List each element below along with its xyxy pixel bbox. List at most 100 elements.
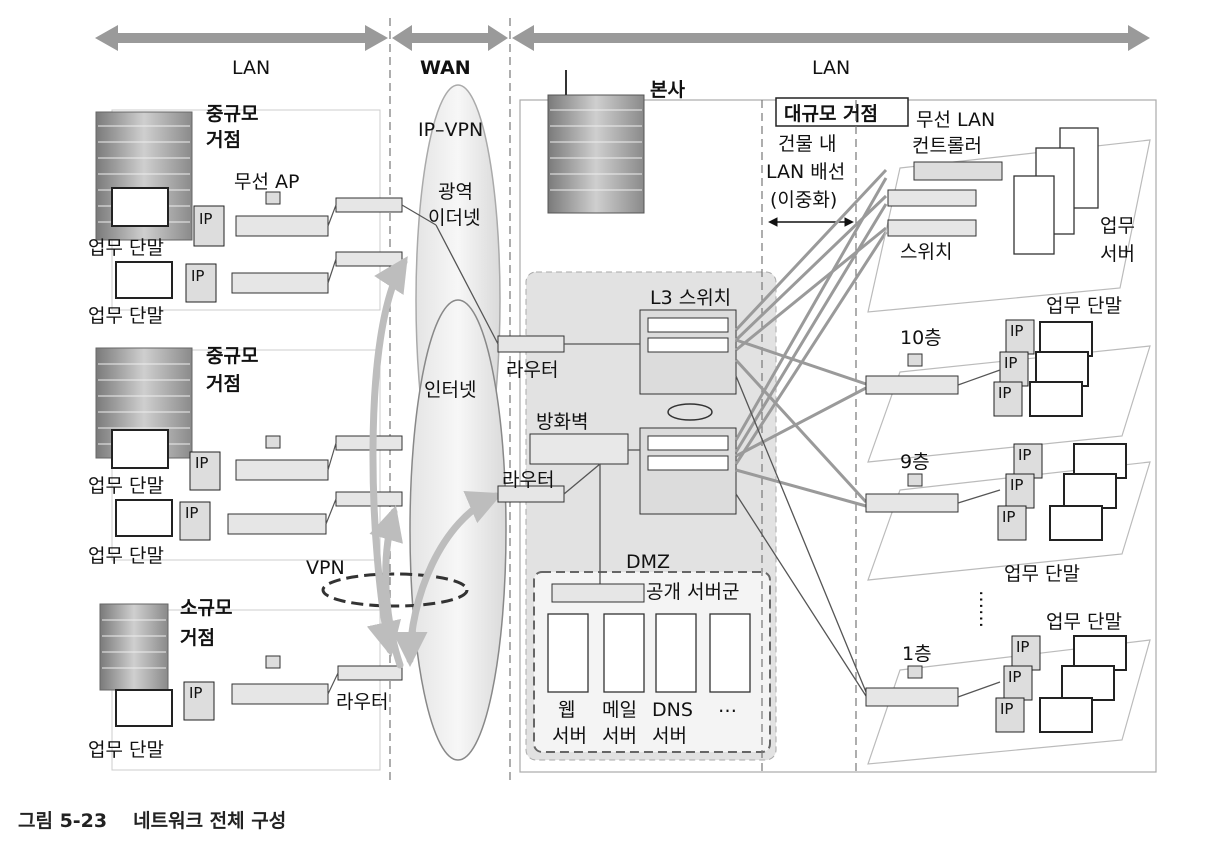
- site-2-ip-phone-1-icon: [189, 451, 221, 491]
- floor-9-label: 9층: [900, 451, 930, 473]
- ip-phone-label: IP: [1000, 700, 1013, 718]
- floor-9-terminals: IP IP IP: [997, 443, 1127, 541]
- terminal-top-label: 업무 단말: [1046, 295, 1122, 317]
- site-1-terminal-1-icon: [111, 187, 169, 227]
- floor-9-plane: [867, 461, 1151, 581]
- dns-server-label-1: DNS: [652, 699, 693, 721]
- wan-arrow: [392, 25, 508, 51]
- zone-arrows: [95, 25, 1150, 51]
- mail-server-label-1: 메일: [602, 699, 637, 721]
- figure-title: 네트워크 전체 구성: [133, 810, 287, 832]
- mail-server-label-2: 서버: [602, 725, 637, 747]
- dmz-switch-icon: [551, 583, 645, 603]
- ip-phone-label: IP: [1008, 668, 1021, 686]
- site-2-router-1-icon: [335, 435, 403, 451]
- switch-label: 스위치: [900, 241, 952, 263]
- floor-1-terminals: IP IP IP: [995, 635, 1127, 733]
- wan-label: WAN: [420, 57, 471, 79]
- ip-phone-label: IP: [1002, 508, 1015, 526]
- lan-left-arrow: [95, 25, 388, 51]
- other-server-icon: [709, 613, 751, 693]
- wireless-ap-label: 무선 AP: [234, 171, 299, 193]
- web-server-label-2: 서버: [552, 725, 587, 747]
- web-server-label-1: 웹: [558, 699, 575, 721]
- l3-switch-label: L3 스위치: [650, 287, 731, 309]
- floor-10-terminals: IP IP IP: [993, 319, 1093, 417]
- core-uplinks: [734, 168, 888, 508]
- public-servers-label: 공개 서버군: [646, 581, 739, 603]
- mail-server-icon: [603, 613, 645, 693]
- floor-10-switch-icon: [865, 375, 959, 395]
- floor-1-switch-icon: [865, 687, 959, 707]
- site-2-switch-1-icon: [235, 459, 329, 481]
- site-1-switch-1-icon: [235, 215, 329, 237]
- medium-site-1-name-1: 중규모: [206, 103, 258, 125]
- floor-10-ap-icon: [907, 353, 923, 367]
- network-diagram: LAN WAN LAN IP–VPN 광역 이더넷 인터넷 중규모 거점 무선 …: [88, 18, 1157, 780]
- floor-1-ap-icon: [907, 665, 923, 679]
- site-1-terminal-2-label: 업무 단말: [88, 305, 164, 327]
- small-site-terminal-label: 업무 단말: [88, 739, 164, 761]
- l3-redundancy-link: [667, 403, 713, 421]
- firewall-label: 방화벽: [536, 411, 588, 433]
- internet-cloud: [409, 299, 507, 761]
- dns-server-icon: [655, 613, 697, 693]
- web-server-icon: [547, 613, 589, 693]
- small-site-switch-icon: [231, 683, 329, 705]
- small-site-building-icon: [99, 603, 169, 691]
- floor-9-ap-icon: [907, 473, 923, 487]
- wireless-ap-icon: [265, 191, 281, 205]
- ip-phone-label: IP: [191, 267, 204, 285]
- server-switch-2-icon: [887, 219, 977, 237]
- small-site-name-2: 거점: [180, 627, 215, 649]
- dns-server-label-2: 서버: [652, 725, 687, 747]
- site-2-switch-2-icon: [227, 513, 327, 535]
- site-1-ip-phone-2-icon: [185, 263, 217, 303]
- medium-site-1-name-2: 거점: [206, 129, 241, 151]
- internet-label: 인터넷: [424, 379, 476, 401]
- ip-phone-label: IP: [1010, 476, 1023, 494]
- ip-phone-label: IP: [1004, 354, 1017, 372]
- small-site-ip-phone-icon: [183, 681, 215, 721]
- site-2-terminal-2-label: 업무 단말: [88, 545, 164, 567]
- more-servers-label: …: [718, 695, 737, 717]
- floor-1-label: 1층: [902, 643, 932, 665]
- small-site-router-label: 라우터: [336, 691, 388, 713]
- site-1-router-2-icon: [335, 251, 403, 267]
- large-site-box: [775, 97, 909, 127]
- wiring-label-2: LAN 배선: [766, 161, 845, 183]
- ip-phone-label: IP: [195, 454, 208, 472]
- l3-switch-1-icon: [639, 309, 737, 395]
- dmz-label: DMZ: [626, 551, 670, 573]
- hq-building-icon: [547, 70, 645, 214]
- small-site-terminal-icon: [115, 689, 173, 727]
- site-1-switch-2-icon: [231, 272, 329, 294]
- site-1-terminal-2-icon: [115, 261, 173, 299]
- small-site-name-1: 소규모: [180, 597, 232, 619]
- business-server-icons: [1013, 127, 1099, 255]
- firewall-icon: [529, 433, 629, 465]
- ip-phone-label: IP: [1010, 322, 1023, 340]
- small-site-ap-icon: [265, 655, 281, 669]
- medium-site-2-name-1: 중규모: [206, 345, 258, 367]
- ip-phone-label: IP: [1016, 638, 1029, 656]
- site-2-ip-phone-2-icon: [179, 501, 211, 541]
- lan-left-label: LAN: [232, 57, 270, 79]
- ip-vpn-label: IP–VPN: [418, 119, 483, 141]
- wiring-label-3: (이중화): [770, 189, 837, 211]
- wlan-controller-icon: [913, 161, 1003, 181]
- lan-right-label: LAN: [812, 57, 850, 79]
- wlan-controller-label-2: 컨트롤러: [912, 135, 982, 157]
- server-switch-1-icon: [887, 189, 977, 207]
- site-2-ap-icon: [265, 435, 281, 449]
- wlan-controller-label-1: 무선 LAN: [916, 109, 995, 131]
- floor-1-plane: [867, 639, 1151, 765]
- ip-phone-label: IP: [1018, 446, 1031, 464]
- terminal-bottom-label: 업무 단말: [1046, 611, 1122, 633]
- site-2-terminal-1-icon: [111, 429, 169, 469]
- business-server-label-2: 서버: [1100, 243, 1135, 265]
- lan-right-arrow: [512, 25, 1150, 51]
- wiring-label-1: 건물 내: [778, 133, 836, 155]
- hq-router-1-label: 라우터: [506, 359, 558, 381]
- l3-switch-2-icon: [639, 427, 737, 515]
